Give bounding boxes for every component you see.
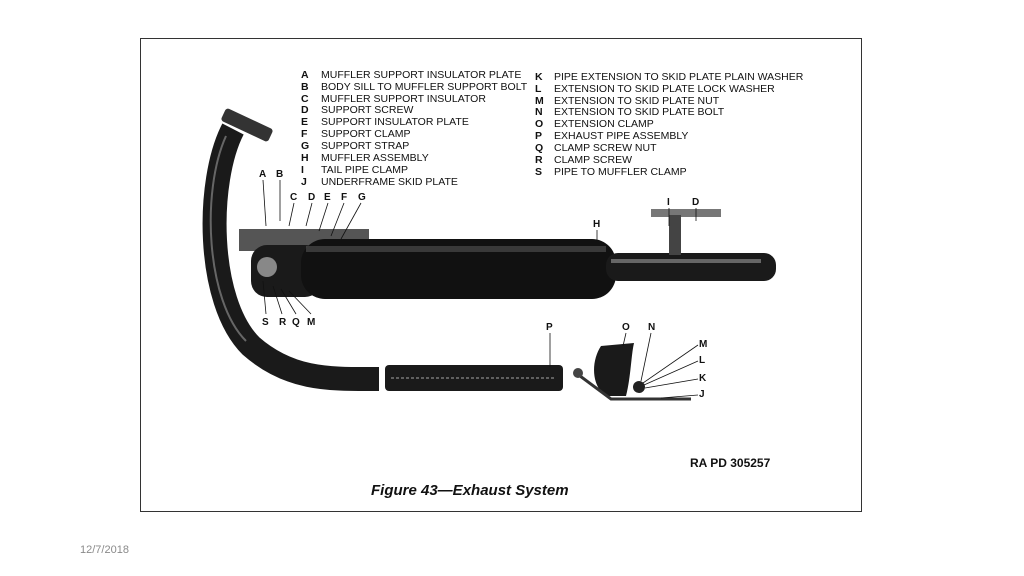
callout-label: N: [648, 322, 655, 333]
callout-label: R: [279, 317, 287, 328]
extension-clamp-drawing: [573, 343, 691, 401]
callout-label: J: [699, 389, 705, 400]
callout-label: D: [308, 192, 315, 203]
legend-left: A MUFFLER SUPPORT INSULATOR PLATE B BODY S…: [301, 69, 528, 188]
callout-label: P: [546, 322, 553, 333]
exhaust-system-figure: A MUFFLER SUPPORT INSULATOR PLATE B BODY S…: [140, 38, 862, 512]
legend-text: MUFFLER ASSEMBLY: [321, 152, 429, 164]
legend-key: G: [301, 140, 309, 152]
legend-text: MUFFLER SUPPORT INSULATOR PLATE: [321, 69, 521, 81]
legend-text: EXTENSION TO SKID PLATE NUT: [554, 95, 720, 107]
legend-text: UNDERFRAME SKID PLATE: [321, 176, 458, 188]
legend-text: PIPE TO MUFFLER CLAMP: [554, 166, 687, 178]
callout-label: F: [341, 192, 347, 203]
legend-key: K: [535, 71, 543, 83]
callout-label: A: [259, 169, 266, 180]
legend-text: EXTENSION TO SKID PLATE BOLT: [554, 106, 725, 118]
legend-key: L: [535, 83, 542, 95]
legend-text: MUFFLER SUPPORT INSULATOR: [321, 93, 486, 105]
muffler-drawing: [239, 209, 776, 299]
callout-label: O: [622, 322, 630, 333]
legend-key: I: [301, 164, 304, 176]
callout-label: G: [358, 192, 366, 203]
callout-label: K: [699, 373, 707, 384]
legend-key: F: [301, 128, 308, 140]
callouts: A B C D E F G H I D S R Q M P O N M L K …: [259, 169, 707, 400]
legend-text: SUPPORT SCREW: [321, 104, 413, 116]
callout-label: M: [307, 317, 315, 328]
legend-key: Q: [535, 142, 543, 154]
legend-text: CLAMP SCREW: [554, 154, 632, 166]
legend-text: TAIL PIPE CLAMP: [321, 164, 408, 176]
legend-key: N: [535, 106, 543, 118]
legend-text: PIPE EXTENSION TO SKID PLATE PLAIN WASHE…: [554, 71, 804, 83]
callout-label: B: [276, 169, 283, 180]
figure-caption: Figure 43—Exhaust System: [371, 482, 569, 499]
callout-label: L: [699, 355, 705, 366]
callout-label: E: [324, 192, 331, 203]
legend-text: EXTENSION CLAMP: [554, 118, 654, 130]
callout-label: I: [667, 197, 670, 208]
legend-key: O: [535, 118, 543, 130]
callout-label: M: [699, 339, 707, 350]
legend-key: M: [535, 95, 544, 107]
legend-text: CLAMP SCREW NUT: [554, 142, 657, 154]
legend-key: D: [301, 104, 309, 116]
legend-text: EXHAUST PIPE ASSEMBLY: [554, 130, 688, 142]
legend-key: J: [301, 176, 307, 188]
legend-key: R: [535, 154, 543, 166]
legend-text: SUPPORT CLAMP: [321, 128, 410, 140]
slide-date: 12/7/2018: [80, 544, 129, 556]
exhaust-pipe-drawing: [202, 108, 563, 392]
callout-label: Q: [292, 317, 300, 328]
figure-reference: RA PD 305257: [690, 456, 771, 470]
legend-key: B: [301, 81, 309, 93]
callout-label: C: [290, 192, 297, 203]
legend-text: SUPPORT STRAP: [321, 140, 409, 152]
callout-label: H: [593, 219, 600, 230]
exhaust-diagram: A MUFFLER SUPPORT INSULATOR PLATE B BODY S…: [202, 69, 804, 499]
legend-right: K PIPE EXTENSION TO SKID PLATE PLAIN WASH…: [535, 71, 804, 178]
callout-label: S: [262, 317, 269, 328]
legend-key: H: [301, 152, 309, 164]
legend-key: A: [301, 69, 309, 81]
legend-text: SUPPORT INSULATOR PLATE: [321, 116, 469, 128]
legend-text: EXTENSION TO SKID PLATE LOCK WASHER: [554, 83, 775, 95]
legend-key: E: [301, 116, 308, 128]
legend-key: S: [535, 166, 542, 178]
legend-key: C: [301, 93, 309, 105]
callout-label: D: [692, 197, 699, 208]
legend-text: BODY SILL TO MUFFLER SUPPORT BOLT: [321, 81, 528, 93]
legend-key: P: [535, 130, 542, 142]
